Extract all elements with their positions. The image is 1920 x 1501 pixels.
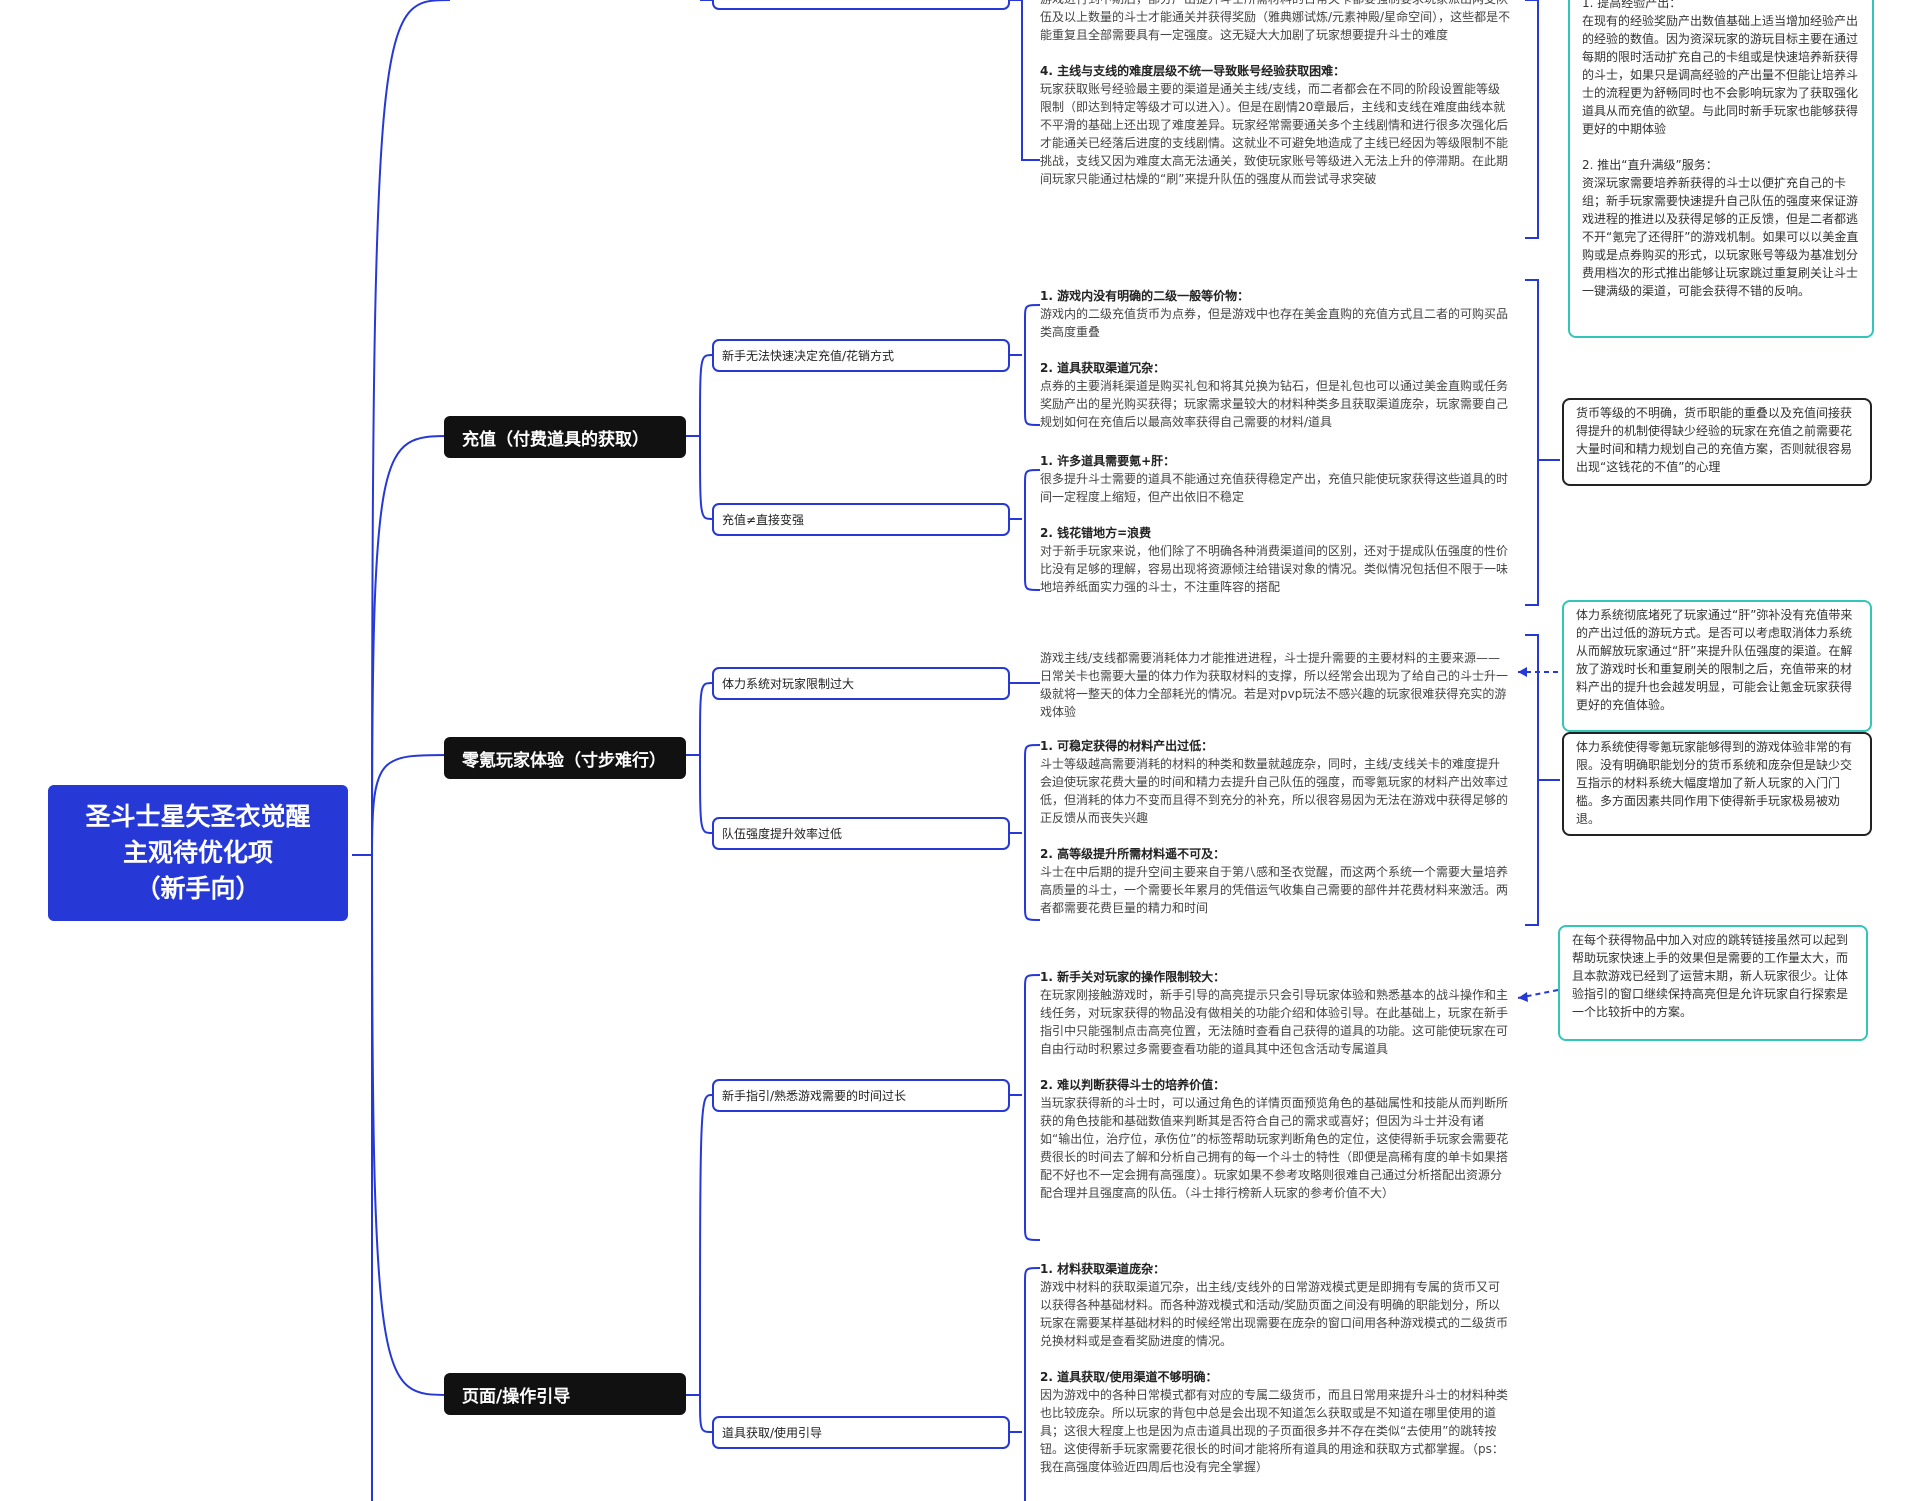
subtopic-tutorial-time[interactable]: 新手指引/熟悉游戏需要的时间过长: [712, 1079, 1010, 1112]
arrowhead-tutorial: [1518, 992, 1528, 1002]
detail-block-items: 1. 材料获取渠道庞杂： 游戏中材料的获取渠道冗杂，出主线/支线外的日常游戏模式更…: [1040, 1260, 1512, 1476]
point-body: 玩家获取账号经验最主要的渠道是通关主线/支线，而二者都会在不同的阶段设置能等级限…: [1040, 82, 1509, 186]
point-body: 斗士在中后期的提升空间主要来自于第八感和圣衣觉醒，而这两个系统一个需要大量培养高…: [1040, 865, 1509, 915]
point-heading: 1. 材料获取渠道庞杂：: [1040, 1262, 1166, 1276]
link-tutorial: [683, 1094, 713, 1396]
suggestion-note-stamina: 体力系统彻底堵死了玩家通过“肝”弥补没有充值带来的产出过低的游玩方式。是否可以考…: [1562, 600, 1872, 732]
point-heading: 2. 道具获取渠道冗杂：: [1040, 361, 1166, 375]
point-heading: 2. 高等级提升所需材料遥不可及：: [1040, 847, 1226, 861]
point-body: 因为游戏中的各种日常模式都有对应的专属二级货币，而且日常用来提升斗士的材料种类也…: [1040, 1388, 1509, 1474]
detail-block-stronger: 1. 许多道具需要氪+肝： 很多提升斗士需要的道具不能通过充值获得稳定产出，充值只…: [1040, 452, 1512, 596]
point-body: 游戏中材料的获取渠道冗杂，出主线/支线外的日常游戏模式更是即拥有专属的货币又可以…: [1040, 1280, 1509, 1348]
detail-block-spend: 1. 游戏内没有明确的二级一般等价物： 游戏内的二级充值货币为点券，但是游戏中也存…: [1040, 287, 1512, 431]
detail-block-top: 游戏进行到中期后，部分产出提升斗士所需材料的日常关卡都要强制要求玩家派出两支队伍…: [1040, 0, 1512, 188]
link-stamina: [683, 682, 713, 756]
point-body: 很多提升斗士需要的道具不能通过充值获得稳定产出，充值只能使玩家获得这些道具的时间…: [1040, 472, 1509, 504]
point-heading: 4. 主线与支线的难度层级不统一导致账号经验获取困难：: [1040, 64, 1346, 78]
root-topic[interactable]: 圣斗士星矢圣衣觉醒 主观待优化项 （新手向）: [48, 785, 348, 921]
point-body: 点券的主要消耗渠道是购买礼包和将其兑换为钻石，但是礼包也可以通过美金直购或任务奖…: [1040, 379, 1509, 429]
group-bracket-f2p: [1525, 634, 1539, 926]
detail-block-tutorial: 1. 新手关对玩家的操作限制较大： 在玩家刚接触游戏时，新手引导的高亮提示只会引导…: [1040, 968, 1512, 1202]
link-spend: [683, 354, 713, 437]
brace-spend: [1024, 304, 1041, 426]
note-line: 1. 提高经验产出：: [1582, 0, 1682, 10]
summary-note-currency: 货币等级的不明确，货币职能的重叠以及充值间接获得提升的机制使得缺少经验的玩家在充…: [1562, 398, 1872, 486]
point-body: 游戏内的二级充值货币为点券，但是游戏中也存在美金直购的充值方式且二者的可购买品类…: [1040, 307, 1509, 339]
point-heading: 1. 新手关对玩家的操作限制较大：: [1040, 970, 1226, 984]
dashed-pointer-tutorial: [1517, 989, 1559, 999]
subtopic-team-growth[interactable]: 队伍强度提升效率过低: [712, 817, 1010, 850]
detail-block-stamina: 游戏主线/支线都需要消耗体力才能推进进程，斗士提升需要的主要材料的主要来源——日…: [1040, 649, 1512, 721]
brace-tutorial: [1024, 974, 1041, 1241]
point-body: 对于新手玩家来说，他们除了不明确各种消费渠道间的区别，还对于提成队伍强度的性价比…: [1040, 544, 1509, 594]
link-stronger: [699, 435, 713, 520]
branch-top: [371, 0, 451, 856]
point-body: 游戏主线/支线都需要消耗体力才能推进进程，斗士提升需要的主要材料的主要来源——日…: [1040, 651, 1509, 719]
point-body: 当玩家获得新的斗士时，可以通过角色的详情页面预览角色的基础属性和技能从而判断所获…: [1040, 1096, 1509, 1200]
note-line: 2. 推出“直升满级”服务：: [1582, 158, 1718, 172]
brace-growth: [1024, 744, 1041, 921]
subtopic-not-stronger[interactable]: 充值≠直接变强: [712, 503, 1010, 536]
point-body: 游戏进行到中期后，部分产出提升斗士所需材料的日常关卡都要强制要求玩家派出两支队伍…: [1040, 0, 1511, 42]
point-heading: 2. 钱花错地方=浪费: [1040, 526, 1152, 540]
group-bracket-recharge: [1525, 279, 1539, 606]
subtopic-stamina[interactable]: 体力系统对玩家限制过大: [712, 667, 1010, 700]
subtopic-top-partial[interactable]: [712, 0, 1010, 10]
suggestion-note-tutorial: 在每个获得物品中加入对应的跳转链接虽然可以起到帮助玩家快速上手的效果但是需要的工…: [1558, 925, 1868, 1041]
point-body: 在玩家刚接触游戏时，新手引导的高亮提示只会引导玩家体验和熟悉基本的战斗操作和主线…: [1040, 988, 1509, 1056]
brace-stronger: [1024, 469, 1041, 591]
branch-recharge: [371, 435, 451, 856]
detail-block-growth: 1. 可稳定获得的材料产出过低： 斗士等级越高需要消耗的材料的种类和数量就越庞杂，…: [1040, 737, 1512, 917]
brace-top: [1010, 0, 1040, 161]
point-heading: 1. 游戏内没有明确的二级一般等价物：: [1040, 289, 1250, 303]
subtopic-item-guide[interactable]: 道具获取/使用引导: [712, 1416, 1010, 1449]
link-growth: [699, 754, 713, 834]
arrowhead-stamina: [1518, 667, 1527, 677]
group-bracket-top: [1525, 0, 1539, 239]
point-heading: 1. 可稳定获得的材料产出过低：: [1040, 739, 1214, 753]
note-line: 资深玩家需要培养新获得的斗士以便扩充自己的卡组；新手玩家需要快速提升自己队伍的强…: [1582, 176, 1859, 298]
point-body: 斗士等级越高需要消耗的材料的种类和数量就越庞杂，同时，主线/支线关卡的难度提升会…: [1040, 757, 1509, 825]
category-guide[interactable]: 页面/操作引导: [444, 1373, 686, 1415]
branch-guide: [371, 854, 451, 1396]
summary-note-f2p: 体力系统使得零氪玩家能够得到的游戏体验非常的有限。没有明确职能划分的货币系统和庞…: [1562, 732, 1872, 836]
subtopic-spend-method[interactable]: 新手无法快速决定充值/花销方式: [712, 339, 1010, 372]
category-recharge[interactable]: 充值（付费道具的获取）: [444, 416, 686, 458]
link-items: [699, 1394, 713, 1433]
category-f2p[interactable]: 零氪玩家体验（寸步难行）: [444, 737, 686, 779]
note-line: 在现有的经验奖励产出数值基础上适当增加经验产出的经验的数值。因为资深玩家的游玩目…: [1582, 14, 1859, 136]
suggestion-note-exp: 1. 提高经验产出： 在现有的经验奖励产出数值基础上适当增加经验产出的经验的数值。…: [1568, 0, 1874, 338]
brace-items: [1024, 1267, 1041, 1501]
point-heading: 2. 难以判断获得斗士的培养价值：: [1040, 1078, 1226, 1092]
point-heading: 1. 许多道具需要氪+肝：: [1040, 454, 1176, 468]
branch-f2p: [371, 754, 451, 856]
point-heading: 2. 道具获取/使用渠道不够明确：: [1040, 1370, 1218, 1384]
